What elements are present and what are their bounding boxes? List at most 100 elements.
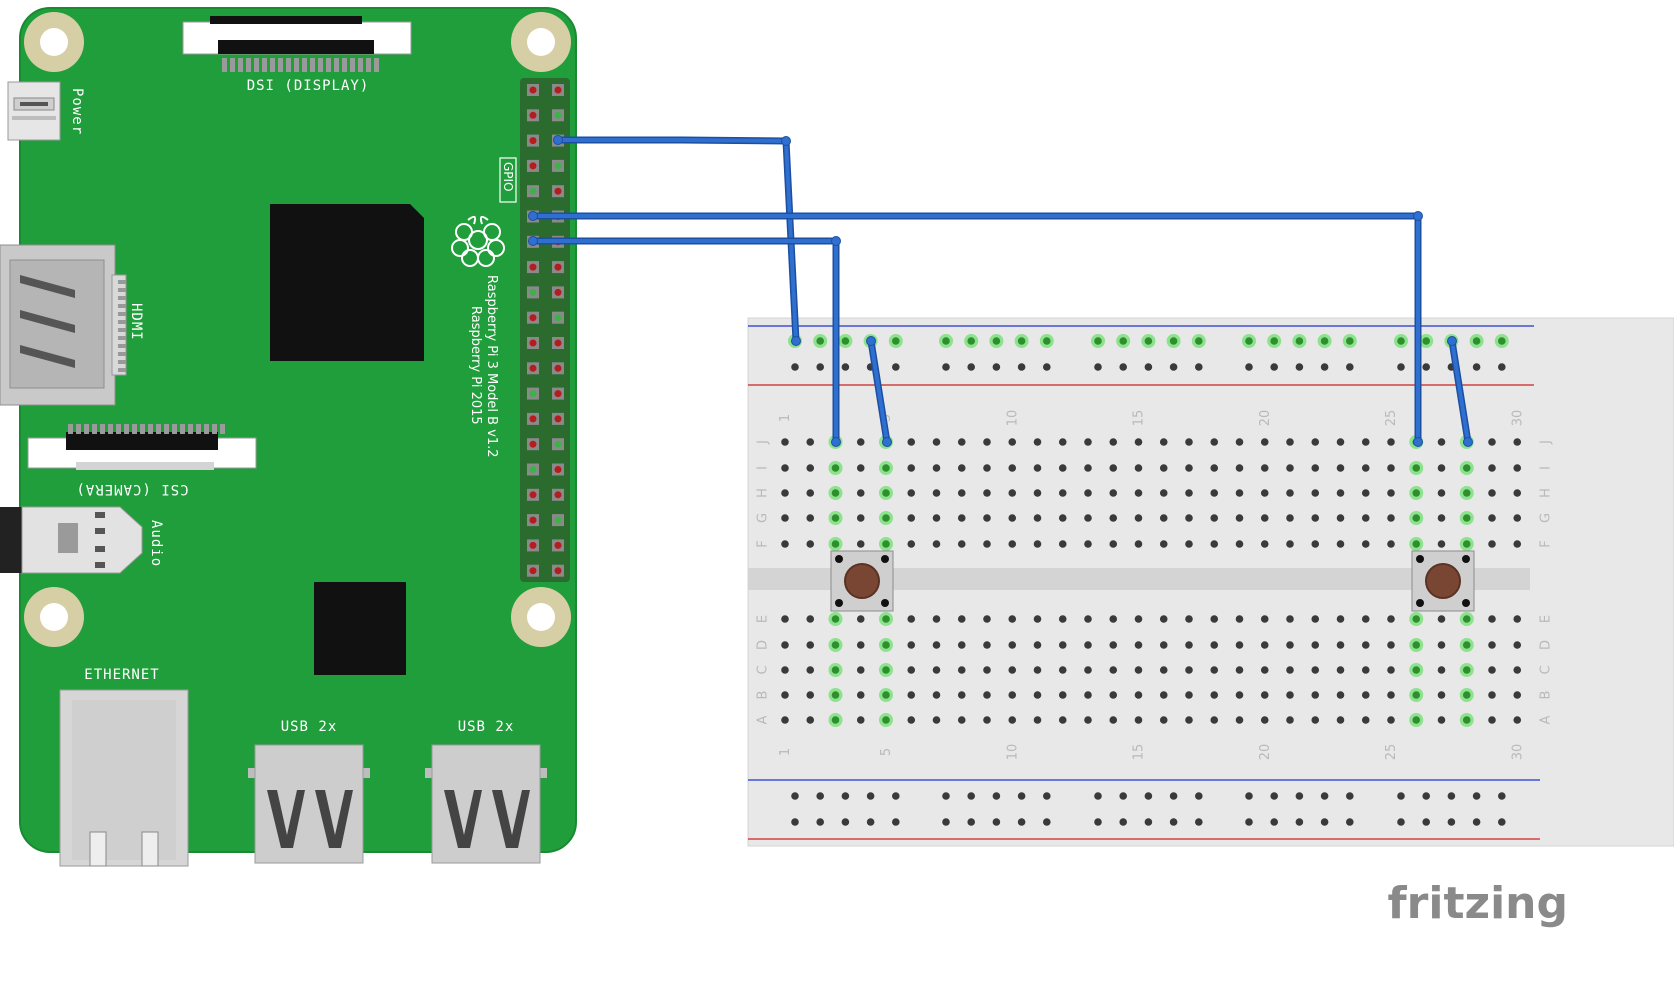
breadboard-hole[interactable] [1437,540,1446,548]
breadboard-hole[interactable] [1134,464,1143,472]
breadboard-hole[interactable] [1260,641,1269,649]
breadboard-hole[interactable] [831,716,840,724]
rail-hole[interactable] [1472,337,1481,345]
breadboard-hole[interactable] [1513,691,1522,699]
breadboard-hole[interactable] [1336,540,1345,548]
breadboard-hole[interactable] [1387,666,1395,674]
breadboard-hole[interactable] [1235,666,1244,674]
rail-hole[interactable] [1043,792,1051,800]
breadboard-hole[interactable] [831,540,840,548]
breadboard-hole[interactable] [1336,489,1345,497]
rail-hole[interactable] [1447,792,1456,800]
breadboard-hole[interactable] [957,514,966,522]
breadboard-hole[interactable] [882,641,890,649]
breadboard-hole[interactable] [1058,514,1067,522]
breadboard-hole[interactable] [1286,641,1294,649]
rail-hole[interactable] [1094,337,1102,345]
breadboard-hole[interactable] [1235,514,1244,522]
rail-hole[interactable] [1017,337,1026,345]
breadboard-hole[interactable] [1109,489,1118,497]
breadboard-hole[interactable] [907,691,916,699]
rail-hole[interactable] [942,818,950,826]
rail-hole[interactable] [992,818,1001,826]
breadboard-hole[interactable] [1462,514,1471,522]
rail-hole[interactable] [892,337,900,345]
breadboard-hole[interactable] [957,615,966,623]
rail-hole[interactable] [942,337,950,345]
breadboard-hole[interactable] [1462,464,1471,472]
breadboard-hole[interactable] [1033,641,1042,649]
rail-hole[interactable] [1498,337,1506,345]
breadboard-hole[interactable] [957,438,966,446]
breadboard-hole[interactable] [1159,464,1168,472]
rail-hole[interactable] [1169,363,1178,371]
breadboard-hole[interactable] [1185,716,1193,724]
breadboard-hole[interactable] [1210,464,1219,472]
breadboard-hole[interactable] [1462,691,1471,699]
breadboard-hole[interactable] [1084,464,1092,472]
breadboard-hole[interactable] [781,464,789,472]
breadboard-hole[interactable] [957,464,966,472]
breadboard-hole[interactable] [1134,666,1143,674]
breadboard-hole[interactable] [1361,514,1370,522]
rail-hole[interactable] [1320,363,1329,371]
breadboard-hole[interactable] [1185,489,1193,497]
breadboard-hole[interactable] [1260,540,1269,548]
wire-rail-to-left-button[interactable] [867,337,891,446]
breadboard-hole[interactable] [1387,716,1395,724]
rail-hole[interactable] [1169,818,1178,826]
breadboard-hole[interactable] [907,464,916,472]
rail-hole[interactable] [1422,337,1430,345]
breadboard-hole[interactable] [932,514,941,522]
breadboard-hole[interactable] [1387,540,1395,548]
breadboard-hole[interactable] [882,691,890,699]
breadboard-hole[interactable] [1033,464,1042,472]
breadboard-hole[interactable] [1109,514,1118,522]
breadboard-hole[interactable] [1412,489,1421,497]
breadboard-hole[interactable] [831,489,840,497]
breadboard-hole[interactable] [1488,666,1496,674]
breadboard-hole[interactable] [1513,489,1522,497]
breadboard-hole[interactable] [1159,716,1168,724]
rail-hole[interactable] [1017,818,1026,826]
rail-hole[interactable] [1346,337,1354,345]
breadboard-hole[interactable] [1058,438,1067,446]
breadboard-hole[interactable] [1058,691,1067,699]
rail-hole[interactable] [1270,792,1278,800]
breadboard-hole[interactable] [1513,514,1522,522]
breadboard-hole[interactable] [1084,540,1092,548]
breadboard-hole[interactable] [1260,716,1269,724]
breadboard-hole[interactable] [1311,438,1320,446]
wire-rail-to-right-button[interactable] [1448,337,1472,446]
breadboard-hole[interactable] [1513,666,1522,674]
breadboard-hole[interactable] [1185,514,1193,522]
rail-hole[interactable] [1144,337,1153,345]
rail-hole[interactable] [1017,792,1026,800]
breadboard-hole[interactable] [1412,716,1421,724]
breadboard-hole[interactable] [1033,615,1042,623]
breadboard-hole[interactable] [1286,691,1294,699]
breadboard-hole[interactable] [856,641,865,649]
breadboard-hole[interactable] [1387,489,1395,497]
rail-hole[interactable] [967,818,975,826]
breadboard-hole[interactable] [806,691,815,699]
breadboard-hole[interactable] [882,666,890,674]
rail-hole[interactable] [1043,363,1051,371]
breadboard-hole[interactable] [1058,666,1067,674]
rail-hole[interactable] [1397,792,1405,800]
breadboard-hole[interactable] [1159,691,1168,699]
breadboard-hole[interactable] [1210,615,1219,623]
breadboard-hole[interactable] [1033,514,1042,522]
breadboard-hole[interactable] [1488,540,1496,548]
breadboard-hole[interactable] [1361,716,1370,724]
breadboard-hole[interactable] [1008,666,1017,674]
breadboard-hole[interactable] [1336,666,1345,674]
breadboard-hole[interactable] [1462,666,1471,674]
breadboard-hole[interactable] [1235,615,1244,623]
breadboard-hole[interactable] [1008,438,1017,446]
breadboard-hole[interactable] [1311,666,1320,674]
breadboard-hole[interactable] [1488,641,1496,649]
breadboard-hole[interactable] [856,540,865,548]
breadboard-hole[interactable] [1336,691,1345,699]
breadboard-hole[interactable] [1134,716,1143,724]
